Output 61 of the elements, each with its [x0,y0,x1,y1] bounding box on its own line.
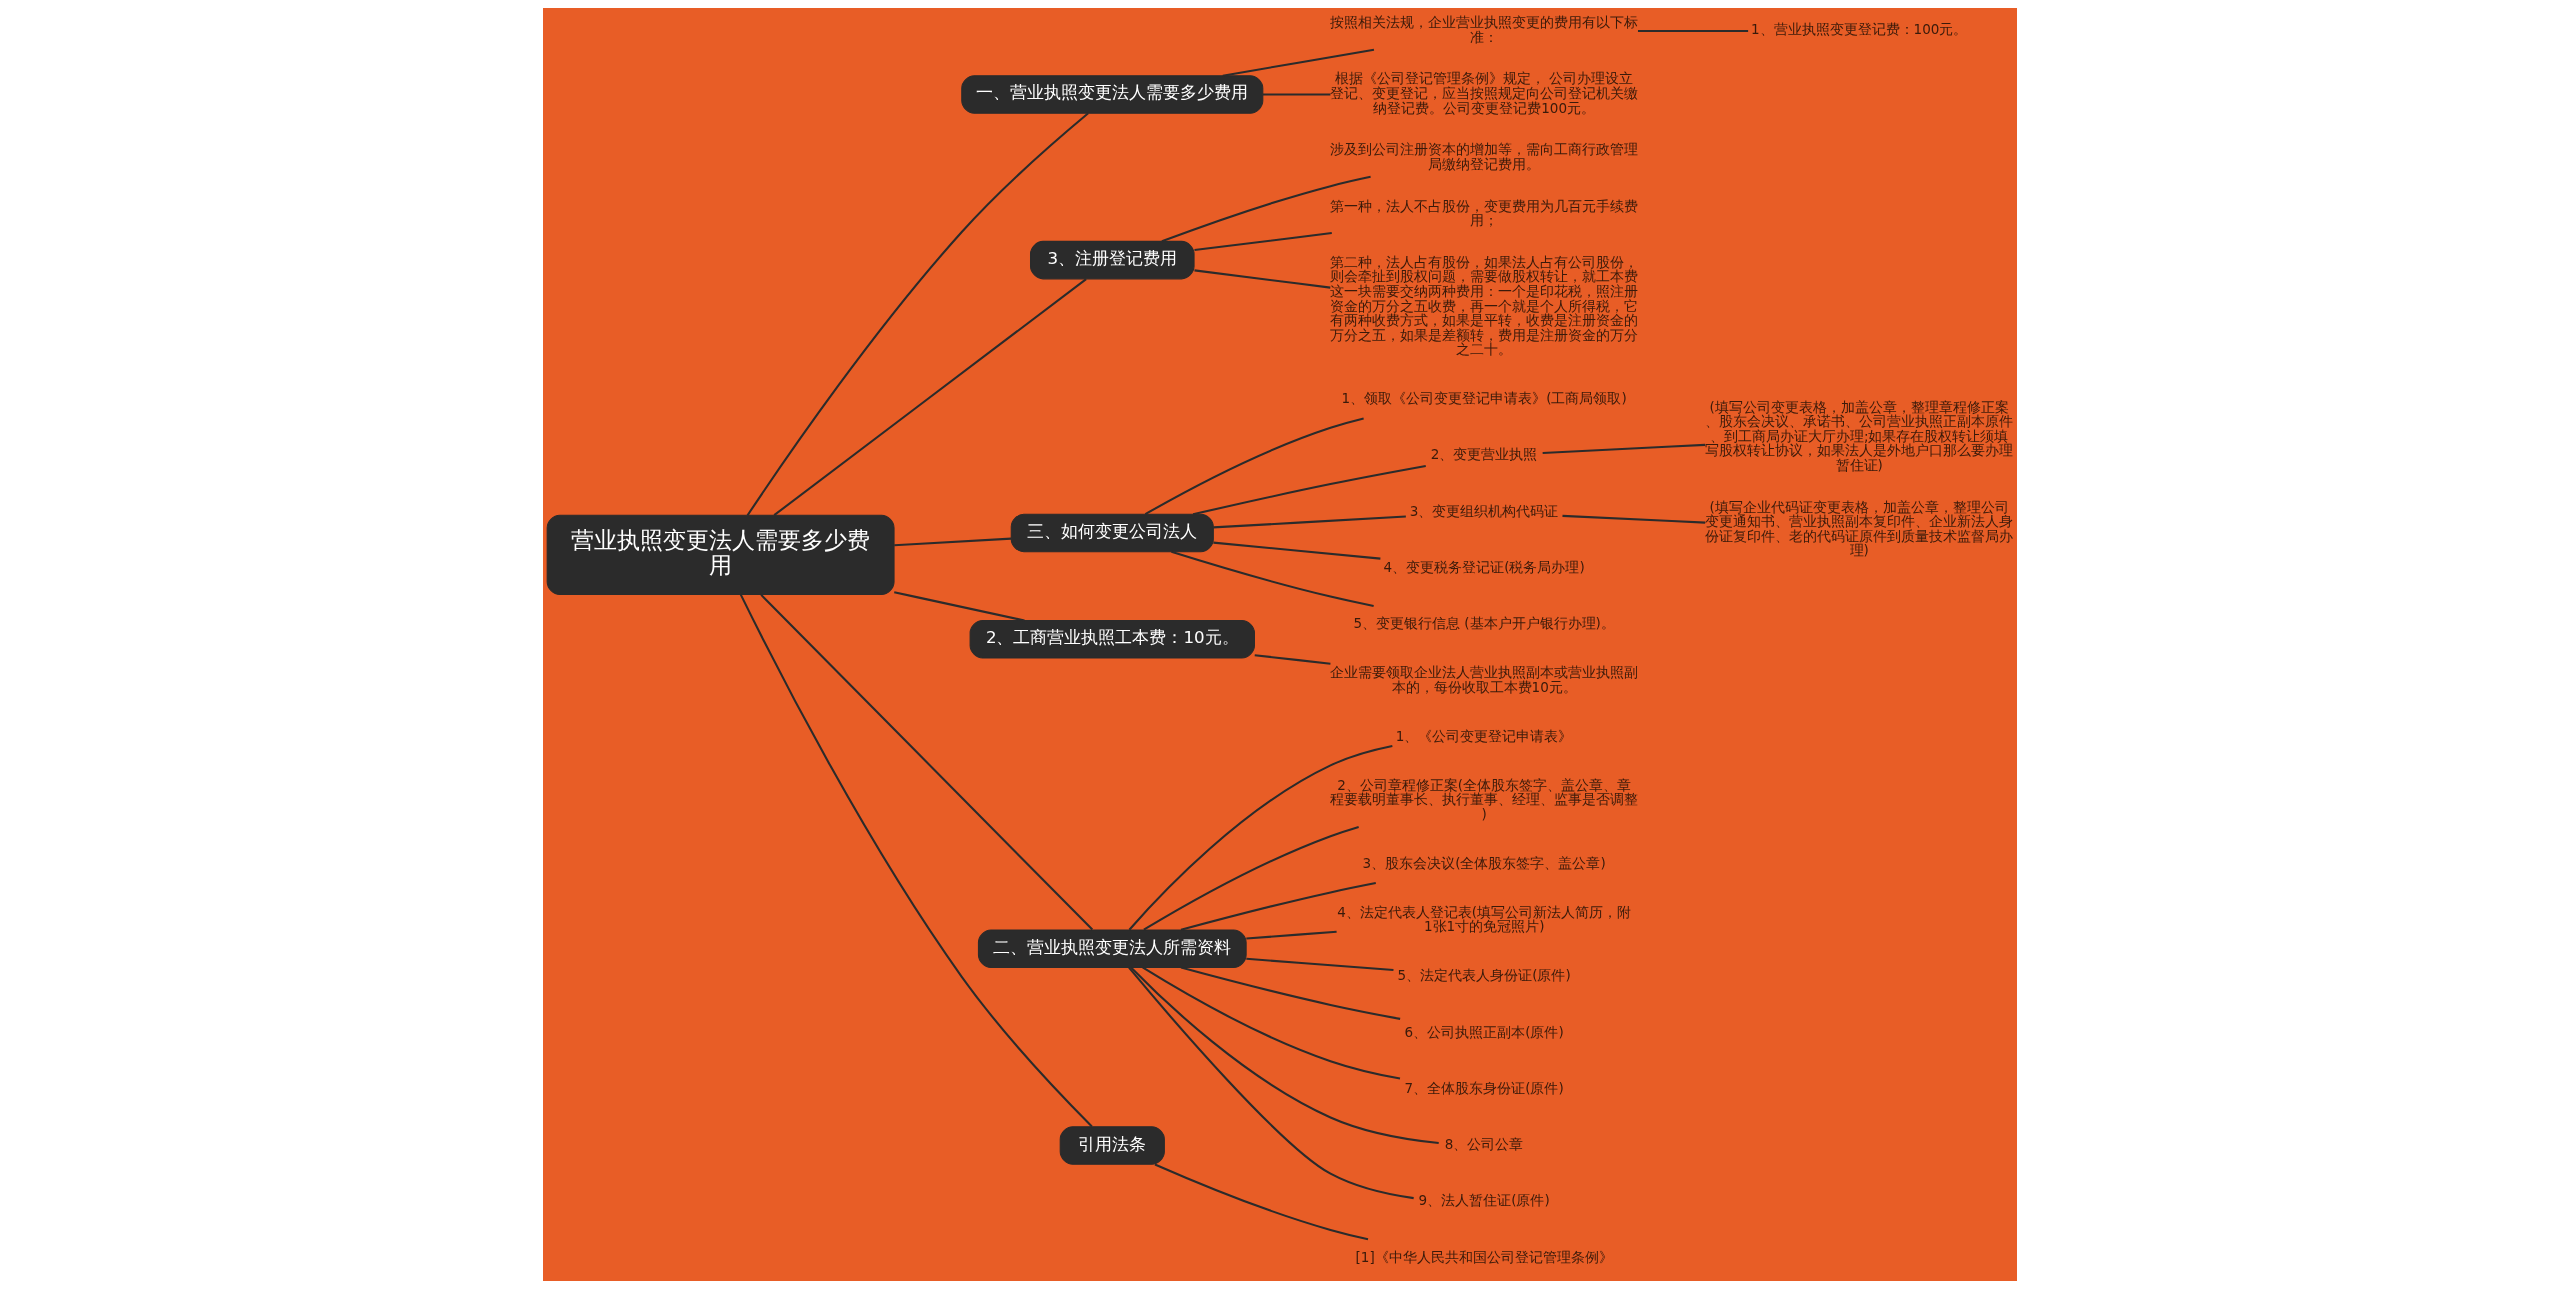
node-box: 引用法条 [1059,1126,1165,1165]
connector [894,537,1012,547]
connector [1128,967,1414,1200]
node-text: 7、全体股东身份证(原件) [1404,1079,1564,1096]
node-text: 3、股东会决议(全体股东签字、盖公章) [1362,854,1606,871]
node-text: (填写公司变更表格，加盖公章，整理章程修正案、股东会决议、承诺书、公司营业执照正副本原件、到工商局办证大厅办理;如果存在股权转让须填写股权转让协议，如果法人是外地户口那么要办理暂住证) [1705,398,2014,473]
connector [746,112,1089,516]
node-text: 企业需要领取企业法人营业执照副本或营业执照副本的，每份收取工本费10元。 [1330,664,1639,695]
connector [1171,550,1374,607]
connector [1143,825,1359,931]
node-text: 4、变更税务登记证(税务局办理) [1383,559,1585,575]
node-text: 5、变更银行信息 (基本户开户银行办理)。 [1353,615,1615,632]
node-text: 根据《公司登记管理条例》规定， 公司办理设立登记、变更登记，应当按照规定向公司登记机关缴纳登记费。公司变更登记费100元。 [1330,70,1639,116]
node-text: 2、公司章程修正案(全体股东签字、盖公章、章程要载明董事长、执行董事、经理、监事是否调整) [1330,776,1639,822]
node-text: 8、公司公章 [1444,1136,1524,1153]
connector [760,594,1094,931]
node-text: 第二种，法人占有股份，如果法人占有公司股份，则会牵扯到股权问题，需要做股权转让，就工本费这一块需要交纳两种费用：一个是印花税，照注册资金的万分之五收费，再一个就是个人所得税，它有两种收费方式，如果是平转，收费是注册资金的万分之五，如果是差额转，费用是注册资金的万分之二十。 [1330,253,1639,358]
node-box: 三、如何变更公司法人 [1010,513,1214,553]
node-box: 3、注册登记费用 [1030,240,1195,280]
node-text: 1、《公司变更登记申请表》 [1395,727,1573,744]
node-box: 二、营业执照变更法人所需资料 [977,929,1247,968]
connector [1128,744,1393,931]
connector [1213,515,1406,529]
node-text: 1、营业执照变更登记费：100元。 [1750,21,1968,38]
connector [1194,269,1331,289]
connector [1161,175,1371,243]
connector [894,591,1025,622]
connector [1144,417,1364,516]
connector [1130,966,1439,1144]
node-box: 2、工商营业执照工本费：10元。 [969,620,1255,659]
connector [1180,882,1376,931]
node-text: 2、变更营业执照 [1430,446,1538,463]
connector [1542,443,1706,455]
node-text: 第一种，法人不占股份，变更费用为几百元手续费用； [1330,197,1639,229]
node-text: 9、法人暂住证(原件) [1418,1192,1550,1209]
node-box: 营业执照变更法人需要多少费用 [546,514,895,595]
node-text: 3、变更组织机构代码证 [1409,502,1559,519]
connector [1262,93,1331,96]
connector [1246,957,1394,971]
node-text: 涉及到公司注册资本的增加等，需向工商行政管理局缴纳登记费用。 [1330,141,1639,172]
connector [1142,966,1401,1080]
connector [1192,464,1426,516]
connector [1222,48,1375,77]
connector [1180,966,1401,1020]
node-text: [1]《中华人民共和国公司登记管理条例》 [1355,1248,1613,1265]
node-text: 5、法定代表人身份证(原件) [1397,967,1571,984]
node-text: 4、法定代表人登记表(填写公司新法人简历，附1张1寸的免冠照片) [1337,903,1632,935]
node-text: 1、领取《公司变更登记申请表》(工商局领取) [1341,390,1627,407]
node-text: 按照相关法规，企业营业执照变更的费用有以下标准： [1330,14,1639,45]
node-text: 6、公司执照正副本(原件) [1404,1023,1564,1040]
connector [1254,654,1331,665]
node-text: (填写企业代码证变更表格，加盖公章，整理公司变更通知书、营业执照副本复印件、企业新法人身份证复印件、老的代码证原件到质量技术监督局办理) [1705,498,2014,559]
node-box: 一、营业执照变更法人需要多少费用 [961,75,1264,114]
connector [1213,541,1381,560]
connector [773,278,1087,516]
connector [739,594,1093,1128]
connector [1638,29,1749,32]
connector [1154,1163,1369,1241]
connector [1194,232,1332,252]
connector [1246,930,1337,940]
connector [1562,514,1706,524]
